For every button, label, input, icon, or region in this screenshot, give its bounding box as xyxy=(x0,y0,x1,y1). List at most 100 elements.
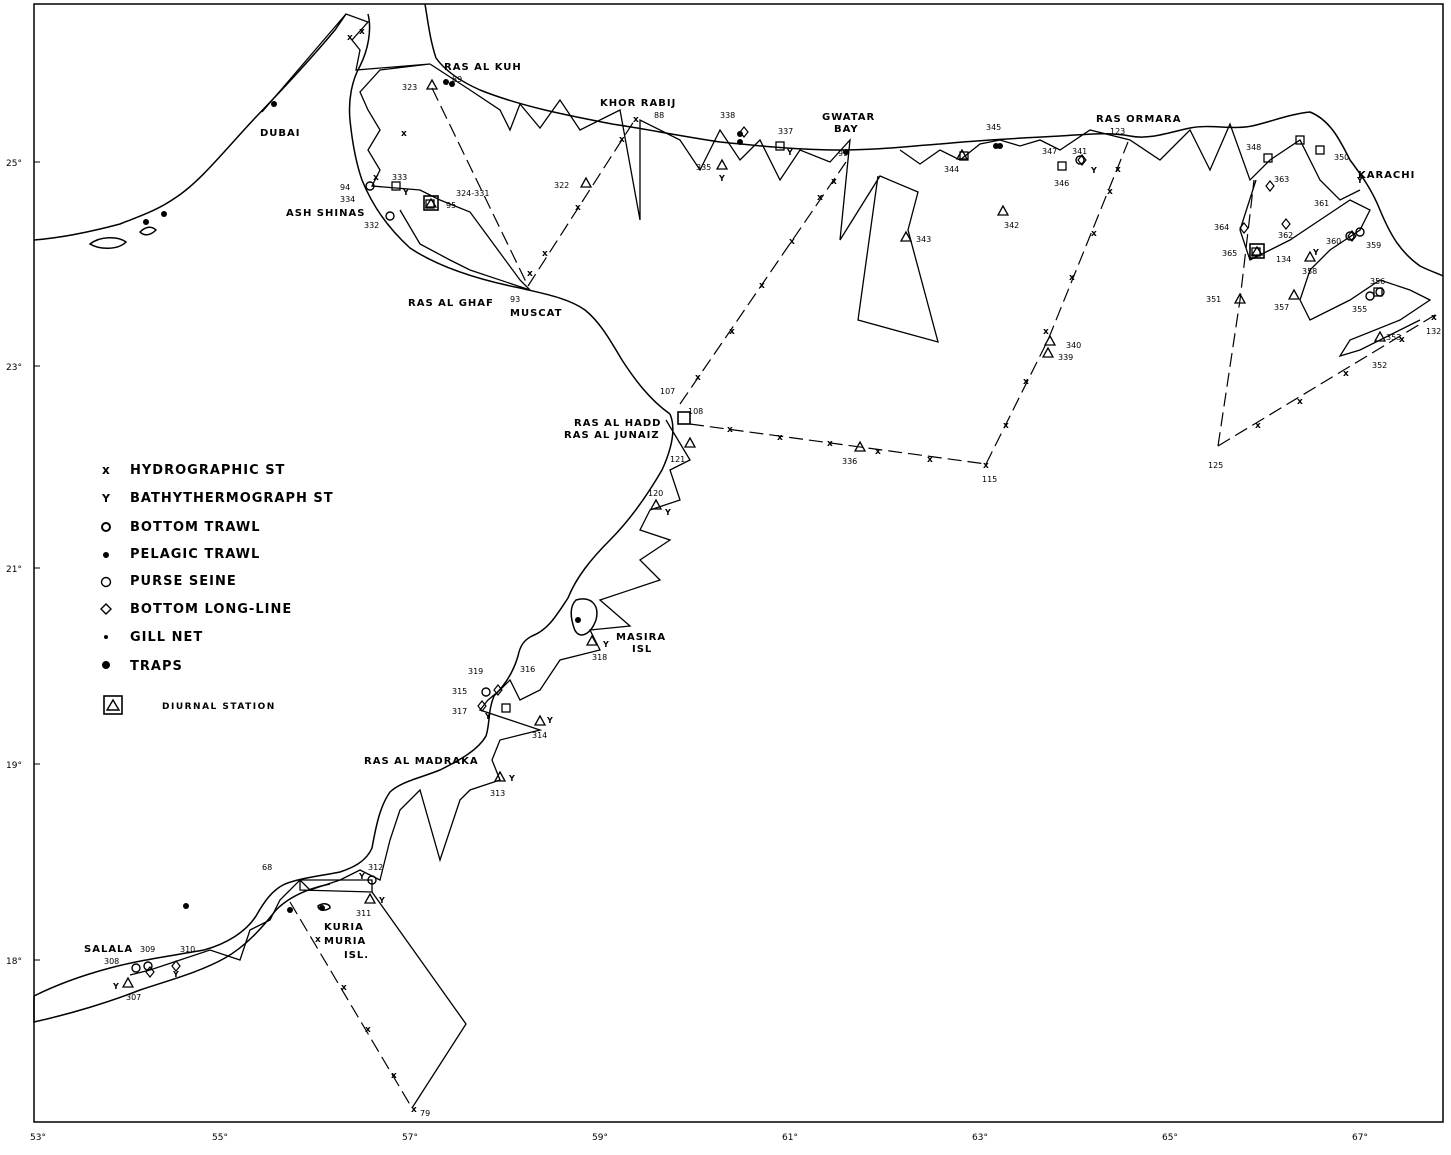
bathythermograph-station-icon: Y xyxy=(358,872,365,881)
legend-label-diurnal-station: DIURNAL STATION xyxy=(162,702,276,712)
station-357: 357 xyxy=(1274,303,1289,312)
traps-icon xyxy=(737,139,743,145)
hydrographic-station-icon: x xyxy=(729,327,735,337)
hydrographic-station-icon: x xyxy=(373,173,379,183)
station-317: 317 xyxy=(452,707,467,716)
station-square-icon xyxy=(959,151,969,161)
traps-icon xyxy=(443,79,449,85)
station-triangle-icon xyxy=(996,204,1010,216)
place-muscat: MUSCAT xyxy=(510,308,562,319)
coastline-oman-south xyxy=(33,413,674,997)
section-115-ormara xyxy=(985,141,1129,465)
traps-icon xyxy=(102,661,110,669)
purse-seine-icon xyxy=(1355,227,1365,237)
station-315: 315 xyxy=(452,687,467,696)
station-120: 120 xyxy=(648,489,663,498)
legend-item-bathythermograph: Y BATHYTHERMOGRAPH ST xyxy=(101,491,333,506)
hydrographic-station-icon: x xyxy=(759,281,765,291)
station-347: 347 xyxy=(1042,147,1057,156)
station-343: 343 xyxy=(916,235,931,244)
lat-label-25: 25° xyxy=(6,159,22,169)
hydrographic-station-icon: x xyxy=(315,935,321,945)
lon-label-55: 55° xyxy=(212,1133,228,1143)
bottom-long-line-icon xyxy=(171,960,181,972)
island-gulf-1 xyxy=(88,237,128,249)
station-333: 333 xyxy=(392,173,407,182)
place-masira-isl: ISL xyxy=(632,644,652,655)
diurnal-station-icon xyxy=(103,695,123,715)
station-363: 363 xyxy=(1274,175,1289,184)
place-khor-rabij: KHOR RABIJ xyxy=(600,98,676,109)
station-triangle-icon xyxy=(1043,334,1057,346)
station-triangle-icon xyxy=(363,892,377,904)
track-oman-south xyxy=(129,419,691,976)
bathythermograph-station-icon: Y xyxy=(546,716,553,725)
track-gulf-of-oman xyxy=(261,13,531,291)
hydrographic-station-icon: x xyxy=(1255,421,1261,431)
legend-label-bottom-trawl: BOTTOM TRAWL xyxy=(130,520,261,535)
station-square-icon xyxy=(1263,153,1273,163)
legend-item-bottom-long-line: BOTTOM LONG-LINE xyxy=(100,602,292,617)
station-353: 353 xyxy=(1386,333,1401,342)
bathythermograph-station-icon: Y xyxy=(101,492,111,505)
station-313: 313 xyxy=(490,789,505,798)
coastline-iran-pakistan xyxy=(424,3,1444,277)
station-345: 345 xyxy=(986,123,1001,132)
lon-label-65: 65° xyxy=(1162,1133,1178,1143)
hydrographic-station-icon: x xyxy=(695,373,701,383)
diurnal-triangle-icon xyxy=(424,197,438,208)
bathythermograph-station-icon: Y xyxy=(112,982,119,991)
station-350: 350 xyxy=(1334,153,1349,162)
station-352: 352 xyxy=(1372,361,1387,370)
station-square-icon xyxy=(501,703,511,713)
station-308: 308 xyxy=(104,957,119,966)
hydrographic-station-icon: x xyxy=(827,439,833,449)
lon-label-59: 59° xyxy=(592,1133,608,1143)
station-323: 323 xyxy=(402,83,417,92)
hydrographic-station-icon: x xyxy=(875,447,881,457)
station-triangle-icon xyxy=(715,158,729,170)
hydrographic-station-icon: x xyxy=(1343,369,1349,379)
hydrographic-station-icon: x xyxy=(1297,397,1303,407)
station-square-icon xyxy=(391,181,401,191)
station-triangle-icon xyxy=(493,770,507,782)
purse-seine-icon xyxy=(1375,287,1385,297)
purse-seine-icon xyxy=(365,181,375,191)
station-360: 360 xyxy=(1326,237,1341,246)
place-dubai: DUBAI xyxy=(260,128,301,139)
bottom-long-line-icon xyxy=(1077,154,1087,166)
station-93: 93 xyxy=(510,295,520,304)
station-115: 115 xyxy=(982,475,997,484)
hydrographic-station-icon: x xyxy=(831,177,837,187)
lon-label-63: 63° xyxy=(972,1133,988,1143)
hydrographic-station-icon: x xyxy=(401,129,407,139)
diurnal-station-icon xyxy=(677,411,691,425)
hydrographic-station-icon: x xyxy=(347,33,353,43)
station-square-icon xyxy=(775,141,785,151)
station-79: 79 xyxy=(420,1109,430,1118)
bottom-long-line-icon xyxy=(1265,180,1275,192)
bathythermograph-station-icon: Y xyxy=(1312,248,1319,257)
station-108: 108 xyxy=(688,407,703,416)
station-314: 314 xyxy=(532,731,547,740)
legend-label-purse-seine: PURSE SEINE xyxy=(130,574,237,589)
station-324-331: 324-331 xyxy=(456,189,489,198)
traps-icon xyxy=(575,617,581,623)
station-341: 341 xyxy=(1072,147,1087,156)
traps-icon xyxy=(737,131,743,137)
legend-label-bottom-long-line: BOTTOM LONG-LINE xyxy=(130,602,292,617)
legend-item-purse-seine: PURSE SEINE xyxy=(100,574,237,589)
place-kuria-isl: ISL. xyxy=(344,950,369,961)
hydrographic-station-icon: x xyxy=(1091,229,1097,239)
traps-icon xyxy=(319,905,325,911)
legend-item-gill-net: GILL NET xyxy=(104,630,203,645)
hydrographic-station-icon: x xyxy=(633,115,639,125)
place-bay: BAY xyxy=(834,124,859,135)
coastline-uae-east xyxy=(348,13,671,415)
hydrographic-station-icon: x xyxy=(1399,335,1405,345)
legend-label-gill-net: GILL NET xyxy=(130,630,203,645)
axis-ticks xyxy=(34,161,40,961)
station-309: 309 xyxy=(140,945,155,954)
station-348: 348 xyxy=(1246,143,1261,152)
